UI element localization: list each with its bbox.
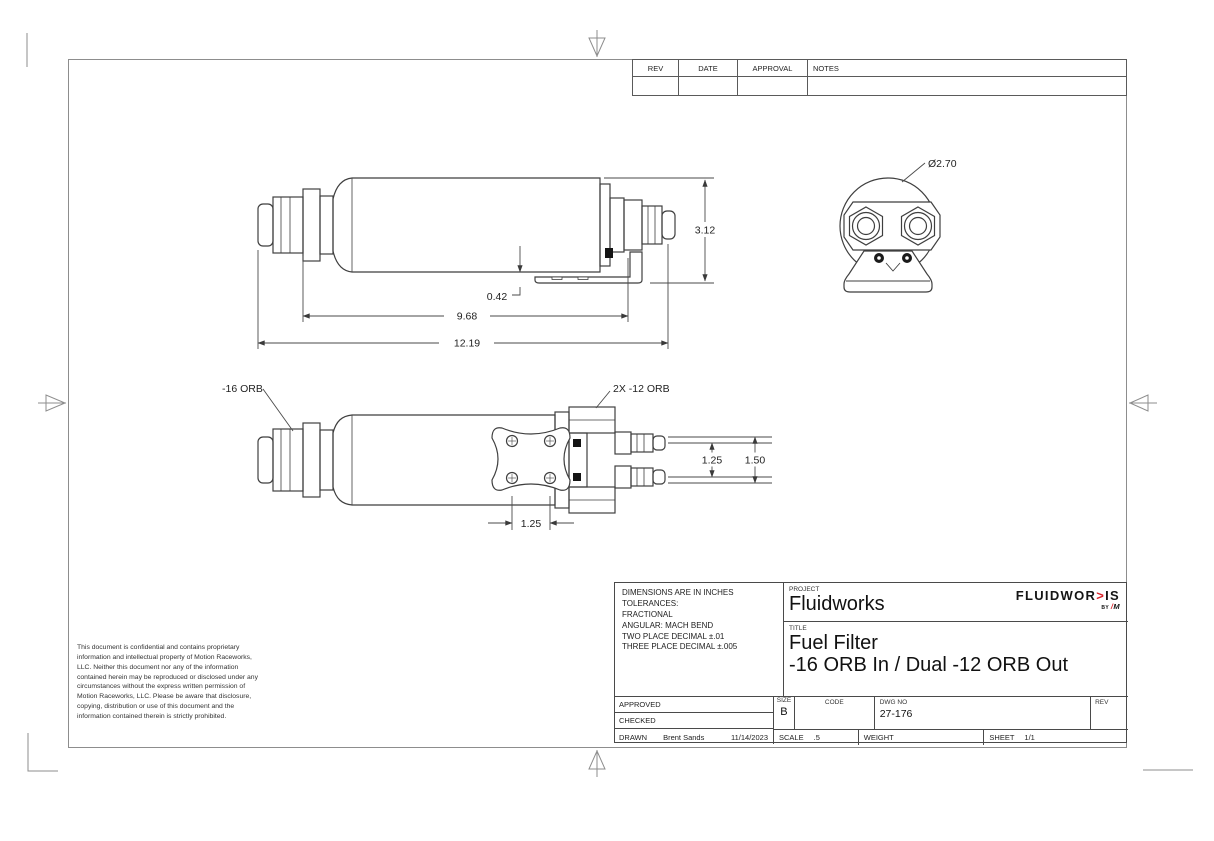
logo-m-mark: M [1113, 602, 1120, 611]
dim-overall-length: 12.19 [454, 338, 480, 350]
plan-view-dimensions [262, 388, 772, 530]
sheet-border [68, 59, 1127, 748]
port-nut-left [848, 206, 884, 246]
signoff-block: APPROVED CHECKED DRAWN Brent Sands 11/14… [615, 696, 773, 744]
dim-outlet-spacing: 1.25 [702, 455, 723, 467]
size-cell: SIZE B [774, 697, 795, 729]
sheet-value: 1/1 [1024, 733, 1035, 742]
dwg-no-cell: DWG NO 27-176 [875, 697, 1092, 729]
tolerance-line: TOLERANCES: [622, 598, 679, 608]
drawn-row: DRAWN Brent Sands 11/14/2023 [615, 729, 773, 745]
logo-byline: BY /M [1101, 602, 1120, 611]
project-label: PROJECT [789, 586, 820, 593]
dwg-no-label: DWG NO [879, 699, 908, 706]
dim-hole-spacing: 1.25 [521, 518, 542, 530]
logo-slash-icon: / [1110, 602, 1114, 611]
approval-header: APPROVAL [738, 60, 808, 76]
side-view-labels: 3.12 9.68 12.19 0.42 [439, 222, 721, 350]
port-seal-detail [605, 248, 613, 258]
checked-row: CHECKED [615, 713, 773, 729]
size-label: SIZE [776, 697, 792, 704]
drawn-date: 11/14/2023 [731, 732, 768, 742]
plan-view-labels: 1.25 1.50 1.25 2X -12 ORB -16 ORB [222, 383, 769, 530]
port-nut-right [900, 206, 936, 246]
weight-cell: WEIGHT [859, 730, 985, 745]
scale-cell: SCALE.5 [774, 730, 859, 745]
logo-wordmark: FLUIDWOR>IS [1015, 588, 1120, 603]
title-label: TITLE [789, 625, 807, 632]
drawing-title-line2: -16 ORB In / Dual -12 ORB Out [789, 654, 1068, 677]
mounting-bracket-side [534, 251, 643, 284]
bracket-plate-plan [491, 427, 571, 491]
dwg-no-value: 27-176 [879, 708, 913, 720]
confidentiality-note: This document is confidential and contai… [77, 644, 258, 720]
side-view [257, 177, 676, 284]
drawing-info-block: SIZE B CODE DWG NO 27-176 REV SCALE.5 [773, 696, 1128, 745]
drawn-by-name: Brent Sands [663, 732, 705, 742]
drawing-title-line1: Fuel Filter [789, 632, 878, 654]
revision-table-empty-row [633, 77, 1126, 95]
date-header: DATE [679, 60, 738, 76]
outlet-callout: 2X -12 ORB [613, 383, 670, 395]
logo-chevron-icon: > [1096, 588, 1106, 603]
tolerance-line: ANGULAR: MACH BEND [622, 620, 714, 630]
dim-filter-length: 9.68 [457, 311, 478, 323]
fluidworks-logo: FLUIDWOR>IS BY /M [1016, 589, 1120, 611]
project-name: Fluidworks [789, 593, 885, 615]
revision-table: REV DATE APPROVAL NOTES [632, 59, 1127, 96]
tolerance-notes: DIMENSIONS ARE IN INCHES TOLERANCES: FRA… [615, 583, 784, 696]
tolerance-line: THREE PLACE DECIMAL ±.005 [622, 642, 738, 652]
side-view-dimensions [257, 177, 714, 349]
title-cell: TITLE Fuel Filter -16 ORB In / Dual -12 … [784, 622, 1128, 696]
plan-view [257, 406, 666, 514]
tolerance-line: FRACTIONAL [622, 609, 673, 619]
notes-header: NOTES [813, 63, 839, 73]
scale-value: .5 [813, 733, 820, 742]
sheet-center-marks [26, 30, 1193, 777]
tolerance-line: TWO PLACE DECIMAL ±.01 [622, 631, 725, 641]
dim-diameter: Ø2.70 [928, 158, 957, 170]
rev-header: REV [633, 60, 679, 76]
size-value: B [780, 706, 788, 718]
mounting-bracket-end [843, 250, 933, 293]
dim-outlet-overall: 1.50 [745, 455, 766, 467]
project-cell: PROJECT Fluidworks FLUIDWOR>IS BY /M [784, 583, 1128, 622]
title-block: DIMENSIONS ARE IN INCHES TOLERANCES: FRA… [614, 582, 1128, 745]
dim-height: 3.12 [695, 225, 716, 237]
code-cell: CODE [795, 697, 875, 729]
rev-cell: REV [1091, 697, 1128, 729]
end-view-labels: Ø2.70 [901, 158, 957, 183]
approved-row: APPROVED [615, 697, 773, 713]
code-label: CODE [824, 699, 844, 706]
inlet-callout: -16 ORB [222, 383, 263, 395]
drawn-label: DRAWN [619, 732, 648, 742]
revision-table-header: REV DATE APPROVAL NOTES [633, 60, 1126, 77]
rev-label: REV [1095, 699, 1109, 706]
end-view [839, 177, 941, 293]
dim-bracket-offset: 0.42 [487, 291, 508, 303]
tolerance-line: DIMENSIONS ARE IN INCHES [622, 588, 734, 597]
